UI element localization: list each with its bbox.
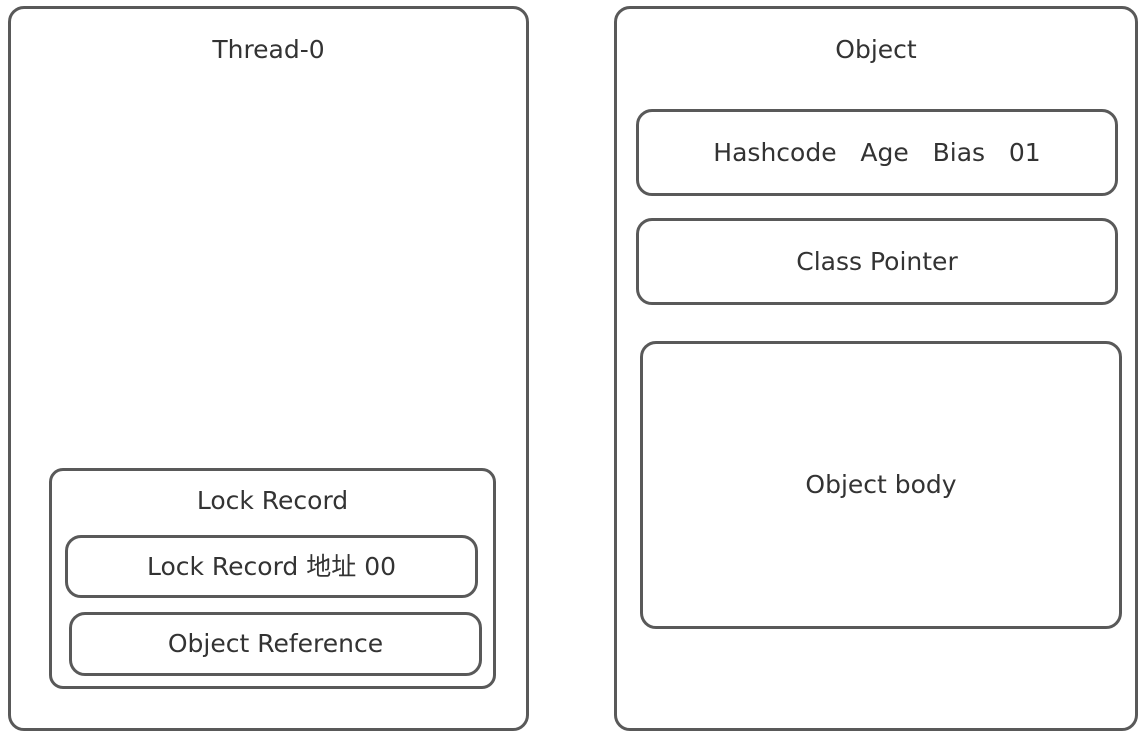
object-body-field: Object body: [640, 341, 1122, 629]
lock-record-title: Lock Record: [196, 486, 349, 515]
mark-word-field: Hashcode Age Bias 01: [636, 109, 1118, 196]
lock-record-address-field: Lock Record 地址 00: [65, 535, 478, 598]
object-reference-field: Object Reference: [69, 612, 482, 676]
object-title: Object: [835, 35, 917, 64]
class-pointer-field: Class Pointer: [636, 218, 1118, 305]
class-pointer-label: Class Pointer: [796, 246, 958, 276]
thread-title: Thread-0: [212, 35, 325, 64]
thread-panel: Thread-0 Lock Record Lock Record 地址 00 O…: [8, 6, 529, 731]
object-panel: Object Hashcode Age Bias 01 Class Pointe…: [614, 6, 1138, 731]
lock-record-box: Lock Record Lock Record 地址 00 Object Ref…: [49, 468, 496, 689]
object-body-label: Object body: [805, 470, 957, 499]
mark-word-label: Hashcode Age Bias 01: [713, 137, 1041, 167]
lock-record-address-label: Lock Record 地址 00: [146, 551, 397, 581]
object-reference-label: Object Reference: [167, 629, 384, 658]
